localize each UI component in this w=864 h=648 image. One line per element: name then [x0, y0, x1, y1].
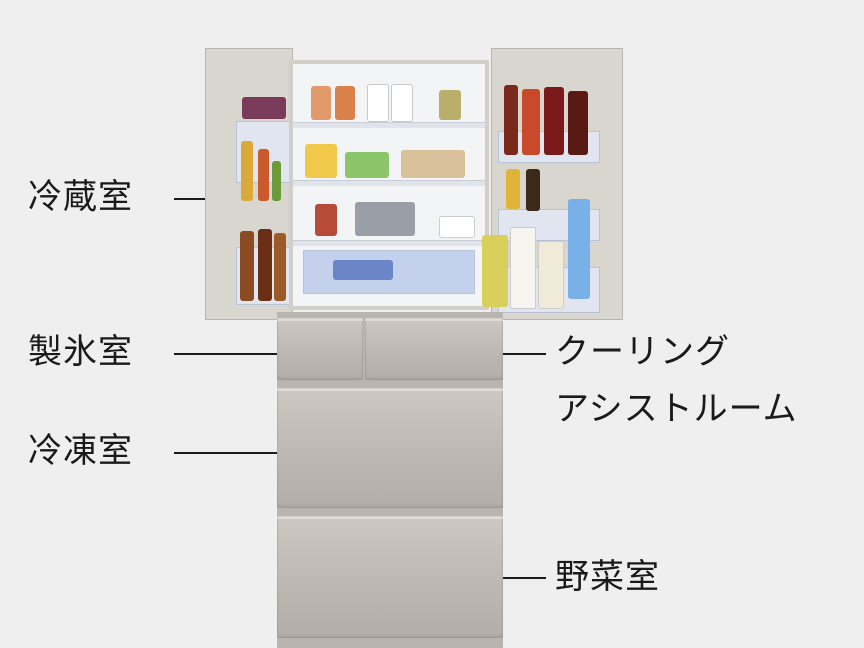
- label-refrigerator: 冷蔵室: [28, 177, 133, 217]
- milk-carton: [538, 241, 564, 309]
- bottle: [258, 229, 272, 301]
- ice-maker-drawer: [277, 318, 363, 380]
- jar: [335, 86, 355, 120]
- plate: [401, 150, 465, 178]
- bottle: [240, 231, 254, 301]
- bottle: [526, 169, 540, 211]
- water-bottle: [568, 199, 590, 299]
- egg-tray: [439, 216, 475, 238]
- jars: [242, 97, 286, 119]
- leader-cooling-assist: [486, 353, 546, 355]
- bottle: [258, 149, 269, 201]
- label-freezer: 冷凍室: [28, 431, 133, 471]
- bottle: [274, 233, 286, 301]
- food: [333, 260, 393, 280]
- leader-freezer: [174, 452, 299, 454]
- bottle: [272, 161, 281, 201]
- pot: [355, 202, 415, 236]
- jar: [439, 90, 461, 120]
- bottle: [544, 87, 564, 155]
- leader-ice-maker: [174, 353, 299, 355]
- bottle: [506, 169, 520, 209]
- label-ice-maker: 製氷室: [28, 332, 133, 372]
- refrigerator-interior: [289, 60, 489, 310]
- can: [367, 84, 389, 122]
- right-door: [482, 48, 623, 320]
- bottle: [522, 89, 540, 155]
- label-cooling-assist-line1: クーリング: [555, 332, 730, 372]
- jar: [311, 86, 331, 120]
- cooling-assist-room-drawer: [365, 318, 503, 380]
- refrigerator-compartment-image: [205, 46, 625, 320]
- container: [345, 152, 389, 178]
- milk-carton: [510, 227, 536, 309]
- label-vegetable: 野菜室: [555, 557, 660, 597]
- bottle: [504, 85, 518, 155]
- shelf: [293, 180, 485, 186]
- refrigerator-lower-body: [277, 312, 503, 648]
- can: [391, 84, 413, 122]
- vegetable-drawer: [277, 516, 503, 638]
- bottle: [241, 141, 253, 201]
- jar: [482, 235, 508, 307]
- shelf: [293, 240, 485, 246]
- bottle: [568, 91, 588, 155]
- container: [305, 144, 337, 178]
- freezer-drawer: [277, 388, 503, 508]
- leader-vegetable: [486, 577, 546, 579]
- left-door: [205, 48, 293, 320]
- jar: [315, 204, 337, 236]
- label-cooling-assist-line2: アシストルーム: [555, 389, 798, 429]
- shelf: [293, 122, 485, 128]
